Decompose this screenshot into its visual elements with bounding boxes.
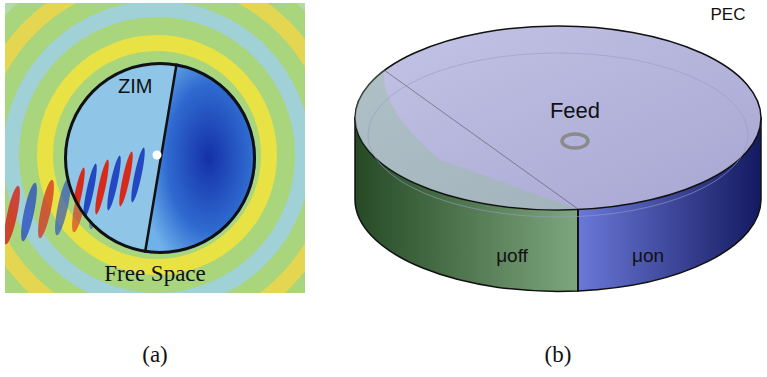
region-label: Free Space xyxy=(104,262,206,285)
source-dot xyxy=(153,151,162,160)
panel-label: (b) xyxy=(545,343,572,366)
panel-label: (a) xyxy=(142,343,168,366)
pec-disk xyxy=(355,26,761,291)
field-plot xyxy=(5,3,305,293)
region-label: ZIM xyxy=(118,76,152,96)
zim-region: ZIM xyxy=(64,62,256,254)
material-label: μoff xyxy=(496,246,528,265)
material-label: μon xyxy=(632,246,664,265)
zim-outline xyxy=(64,62,256,254)
material-label: PEC xyxy=(711,6,746,23)
feed-label: Feed xyxy=(550,100,600,122)
